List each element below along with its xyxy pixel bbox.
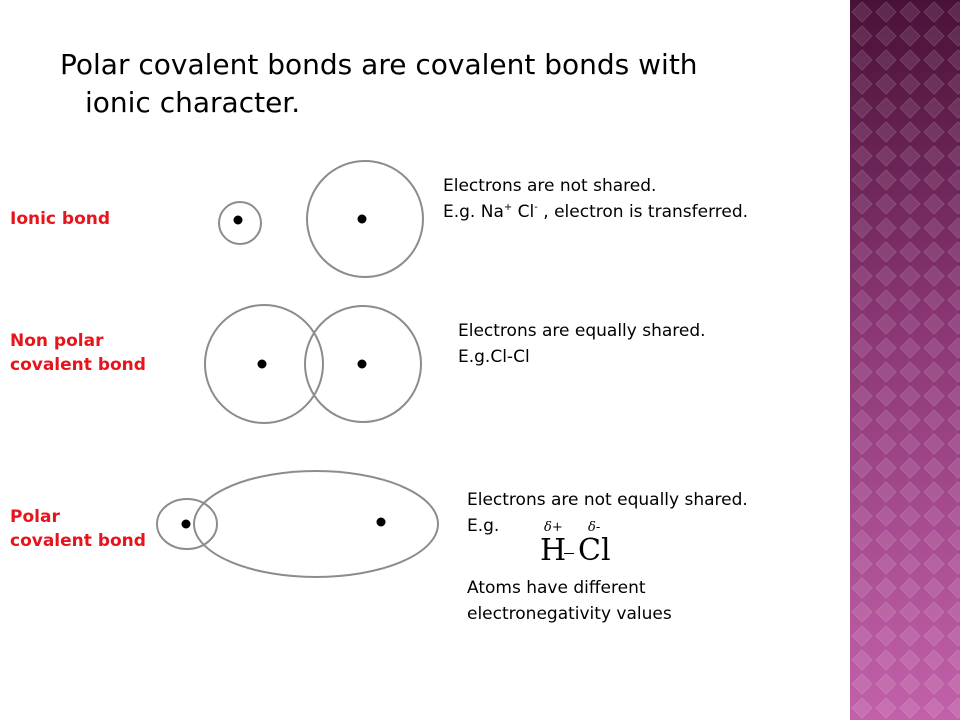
ionic-example-na-charge: +: [503, 202, 513, 213]
polar-bond-label: Polar covalent bond: [10, 505, 146, 553]
slide-canvas: Polar covalent bonds are covalent bonds …: [10, 46, 820, 627]
nonpolar-left-atom: [204, 304, 324, 424]
ionic-desc-example: E.g. Na+ Cl- , electron is transferred.: [443, 199, 748, 225]
polar-small-atom: [156, 498, 218, 550]
polar-electron-cloud: [193, 470, 439, 578]
diamond-pattern: [850, 0, 960, 720]
nonpolar-bond-label-line-2: covalent bond: [10, 355, 146, 375]
chlorine-symbol: Cl: [578, 533, 611, 568]
ionic-bond-diagram: [218, 160, 424, 278]
nonpolar-bond-diagram: [204, 304, 422, 424]
nonpolar-bond-label: Non polar covalent bond: [10, 329, 146, 377]
ionic-example-cl-charge: -: [534, 202, 538, 213]
slide-title: Polar covalent bonds are covalent bonds …: [60, 46, 820, 122]
ionic-example-na: E.g. Na: [443, 202, 504, 222]
ionic-desc-line-1: Electrons are not shared.: [443, 176, 657, 196]
nonpolar-right-nucleus: [357, 359, 367, 369]
electronegativity-note-line-1: Atoms have different: [467, 578, 646, 598]
ionic-small-atom: [218, 201, 262, 245]
polar-bond-description: Electrons are not equally shared. E.g.: [467, 487, 748, 539]
ionic-large-nucleus: [357, 214, 367, 224]
polar-desc-line-2: E.g.: [467, 516, 500, 536]
polar-desc-line-1: Electrons are not equally shared.: [467, 490, 748, 510]
polar-small-nucleus: [181, 519, 191, 529]
polar-large-nucleus: [376, 517, 386, 527]
hcl-formula: δ+ δ- H Cl: [538, 518, 628, 570]
ionic-bond-label-text: Ionic bond: [10, 209, 111, 229]
slide-title-line-1: Polar covalent bonds are covalent bonds …: [60, 48, 698, 81]
delta-plus-symbol: δ+: [544, 520, 563, 535]
bond-diagrams: [156, 160, 439, 578]
nonpolar-desc-line-2: E.g.Cl-Cl: [458, 347, 530, 367]
ionic-example-suffix: , electron is transferred.: [537, 202, 749, 222]
nonpolar-left-nucleus: [257, 359, 267, 369]
hydrogen-symbol: H: [540, 533, 567, 568]
polar-bond-label-line-1: Polar: [10, 507, 60, 527]
nonpolar-desc-line-1: Electrons are equally shared.: [458, 321, 706, 341]
polar-bond-diagram: [156, 470, 439, 578]
polar-bond-label-line-2: covalent bond: [10, 531, 146, 551]
electronegativity-note: Atoms have different electronegativity v…: [467, 575, 672, 627]
electronegativity-note-line-2: electronegativity values: [467, 604, 672, 624]
decorative-side-panel: [850, 0, 960, 720]
nonpolar-bond-description: Electrons are equally shared. E.g.Cl-Cl: [458, 318, 706, 370]
ionic-bond-label: Ionic bond: [10, 207, 110, 231]
ionic-large-atom: [306, 160, 424, 278]
ionic-small-nucleus: [233, 215, 243, 225]
slide-title-line-2: ionic character.: [85, 86, 301, 119]
hcl-bond-line: [564, 553, 574, 554]
ionic-example-cl: Cl: [512, 202, 535, 222]
nonpolar-right-atom: [304, 305, 422, 423]
delta-minus-symbol: δ-: [588, 520, 601, 535]
nonpolar-bond-label-line-1: Non polar: [10, 331, 104, 351]
ionic-bond-description: Electrons are not shared. E.g. Na+ Cl- ,…: [443, 173, 748, 225]
